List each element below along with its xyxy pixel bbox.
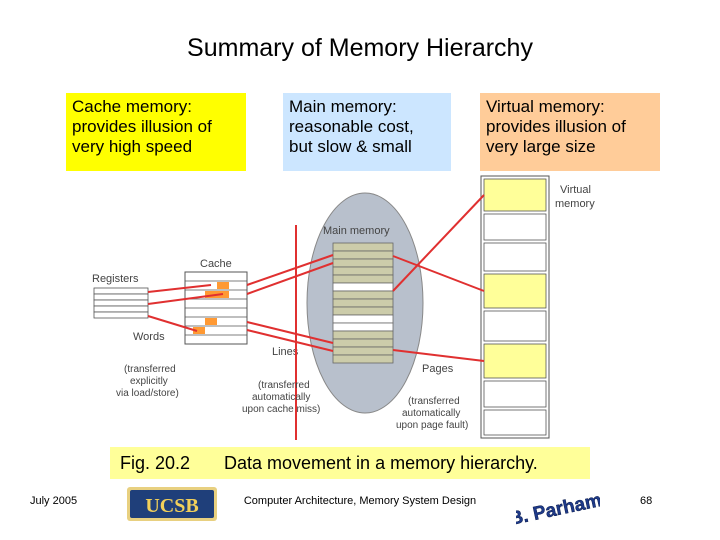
virtual-memory-column bbox=[480, 175, 550, 439]
cache-block bbox=[184, 271, 248, 345]
memory-line bbox=[332, 346, 394, 356]
lines-note: (transferred bbox=[258, 380, 310, 391]
main-memory-lines bbox=[332, 242, 394, 364]
memory-line bbox=[332, 338, 394, 348]
registers-note: (transferred bbox=[124, 364, 176, 375]
memory-line bbox=[332, 314, 394, 324]
cache-word bbox=[205, 318, 217, 325]
transfer-line bbox=[147, 293, 224, 305]
virtual-page bbox=[483, 178, 547, 212]
main-box-line: Main memory: bbox=[289, 97, 397, 116]
virtual-page bbox=[483, 343, 547, 379]
virtual-page bbox=[483, 242, 547, 272]
virtual-page bbox=[483, 409, 547, 436]
author-logo-text: B. Parhami bbox=[516, 489, 600, 527]
cache-box-line: Cache memory: bbox=[72, 97, 192, 116]
main-memory-box: Main memory: reasonable cost, but slow &… bbox=[283, 93, 451, 171]
transfer-lines bbox=[147, 194, 485, 440]
transfer-line bbox=[246, 329, 334, 352]
virtual-memory-label: Virtual bbox=[560, 184, 591, 196]
cache-box-line: very high speed bbox=[72, 137, 193, 156]
registers-note: explicitly bbox=[130, 376, 168, 387]
ucsb-logo: UCSB bbox=[127, 487, 217, 521]
memory-line bbox=[332, 298, 394, 308]
pages-note: automatically bbox=[402, 408, 460, 419]
pages-note: (transferred bbox=[408, 396, 460, 407]
virtual-memory-box: Virtual memory: provides illusion of ver… bbox=[480, 93, 660, 171]
registers-block bbox=[93, 287, 149, 319]
virtual-page bbox=[483, 273, 547, 309]
memory-line bbox=[332, 330, 394, 340]
memory-line bbox=[332, 258, 394, 268]
transfer-line bbox=[147, 315, 198, 332]
memory-line bbox=[332, 242, 394, 252]
virtual-box-line: Virtual memory: bbox=[486, 97, 605, 116]
transfer-line bbox=[392, 349, 485, 362]
transfer-line bbox=[246, 321, 334, 344]
virtual-page bbox=[483, 310, 547, 342]
memory-line bbox=[332, 322, 394, 332]
lines-label: Lines bbox=[272, 346, 299, 358]
memory-line bbox=[332, 354, 394, 364]
memory-line bbox=[332, 274, 394, 284]
main-memory-label: Main memory bbox=[323, 225, 390, 237]
virtual-page bbox=[483, 380, 547, 408]
author-logo: B. Parhami bbox=[516, 489, 600, 527]
slide-title: Summary of Memory Hierarchy bbox=[187, 34, 533, 62]
main-box-line: reasonable cost, bbox=[289, 117, 414, 136]
transfer-line bbox=[246, 254, 334, 286]
virtual-box-line: very large size bbox=[486, 137, 596, 156]
main-box-line: but slow & small bbox=[289, 137, 412, 156]
figure-number: Fig. 20.2 bbox=[120, 453, 191, 473]
registers-note: via load/store) bbox=[116, 388, 179, 399]
cache-word bbox=[205, 291, 217, 298]
footer-title: Computer Architecture, Memory System Des… bbox=[243, 495, 477, 507]
memory-line bbox=[332, 306, 394, 316]
cache-memory-box: Cache memory: provides illusion of very … bbox=[66, 93, 246, 171]
words-label: Words bbox=[133, 331, 165, 343]
transfer-line bbox=[392, 255, 485, 292]
pages-note: upon page fault) bbox=[396, 420, 468, 431]
virtual-page bbox=[483, 213, 547, 241]
cache-box-line: provides illusion of bbox=[72, 117, 212, 136]
virtual-memory-label: memory bbox=[555, 198, 595, 210]
memory-line bbox=[332, 250, 394, 260]
memory-line bbox=[332, 266, 394, 276]
memory-line bbox=[332, 282, 394, 292]
figure-caption-text: Data movement in a memory hierarchy. bbox=[224, 453, 538, 473]
transfer-line bbox=[147, 284, 212, 293]
cache-word bbox=[217, 282, 229, 289]
page-number: 68 bbox=[640, 495, 653, 507]
lines-note: upon cache miss) bbox=[242, 404, 320, 415]
cache-label: Cache bbox=[200, 258, 232, 270]
memory-line bbox=[332, 290, 394, 300]
registers-label: Registers bbox=[92, 273, 139, 285]
cache-word bbox=[193, 327, 205, 334]
transfer-line bbox=[392, 194, 485, 292]
virtual-box-line: provides illusion of bbox=[486, 117, 626, 136]
transfer-line bbox=[246, 262, 334, 295]
figure-caption: Fig. 20.2 Data movement in a memory hier… bbox=[110, 447, 590, 479]
footer-date: July 2005 bbox=[30, 495, 78, 507]
pages-label: Pages bbox=[422, 363, 454, 375]
lines-note: automatically bbox=[252, 392, 310, 403]
ucsb-logo-text: UCSB bbox=[145, 495, 198, 517]
